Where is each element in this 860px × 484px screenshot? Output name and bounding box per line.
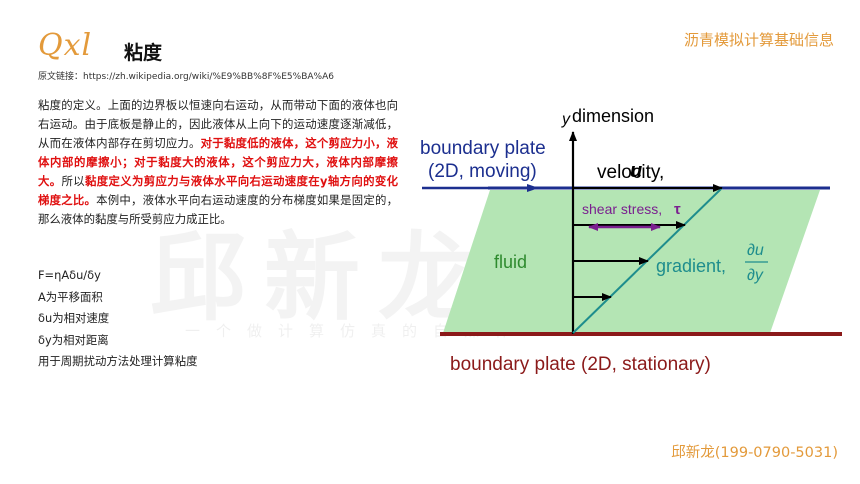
shear-symbol: τ	[674, 201, 681, 218]
contact-info: 邱新龙(199-0790-5031)	[671, 445, 838, 461]
highlight-text-1: 对于黏度低的液体，这个剪应力小，液体内部的摩擦小；对于黏度大的液体，这个剪应力大…	[38, 136, 398, 188]
brand-text: 沥青模拟计算基础信息	[683, 31, 834, 49]
highlight-text-2: 黏度定义为剪应力与液体水平向右运动速度在y轴方向的变化梯度之比。	[38, 174, 398, 207]
y-axis-label: dimension	[572, 106, 654, 126]
formula-line: δy为相对距离	[38, 332, 109, 347]
formula-line: 用于周期扰动方法处理计算粘度	[38, 354, 198, 369]
velocity-symbol: u	[630, 160, 642, 182]
top-plate-label-sub: (2D, moving)	[428, 161, 537, 182]
fluid-label: fluid	[494, 252, 527, 272]
shear-label: shear stress,	[582, 201, 662, 217]
gradient-numerator: ∂u	[747, 242, 764, 259]
top-plate-label: boundary plate	[420, 138, 546, 159]
page-title: 粘度	[124, 42, 163, 64]
formula-line: F=ηAδu/δy	[38, 268, 101, 282]
formula-list: F=ηAδu/δy A为平移面积 δu为相对速度 δy为相对距离 用于周期扰动方…	[38, 265, 197, 373]
source-link[interactable]: 原文链接：https://zh.wikipedia.org/wiki/%E9%B…	[38, 72, 334, 82]
gradient-label: gradient,	[656, 256, 726, 276]
intro-text: 粘度的定义。上面的边界板以恒速向右运动，从而带动下面的液体也向右运动。由于底板是…	[38, 98, 398, 150]
definition-paragraph: 粘度的定义。上面的边界板以恒速向右运动，从而带动下面的液体也向右运动。由于底板是…	[38, 96, 398, 229]
mid-text: 所以	[61, 174, 86, 188]
logo: Qxl	[38, 28, 93, 63]
bottom-plate-label: boundary plate (2D, stationary)	[450, 354, 711, 375]
formula-line: A为平移面积	[38, 289, 103, 304]
gradient-denominator: ∂y	[747, 267, 764, 284]
bottom-plate	[440, 332, 842, 336]
velocity-label: velocity,	[597, 162, 664, 183]
formula-line: δu为相对速度	[38, 311, 110, 326]
watermark-slogan: 一个做计算仿真的自媒体	[185, 322, 527, 340]
y-axis-symbol: y	[561, 111, 571, 128]
end-text: 本例中，液体水平向右运动速度的分布梯度如果是固定的，那么液体的黏度与所受剪应力成…	[38, 193, 398, 226]
